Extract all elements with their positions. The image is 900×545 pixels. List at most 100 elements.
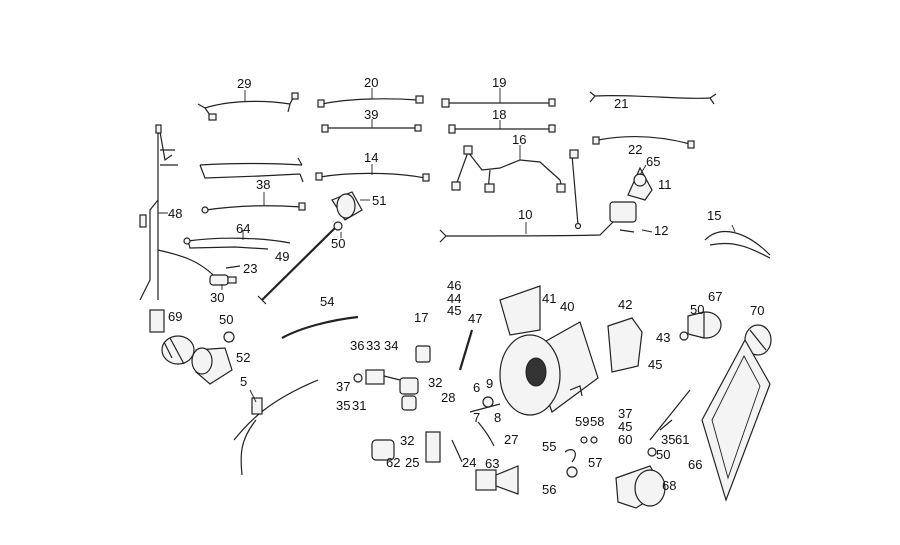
- label-41: 41: [542, 291, 556, 306]
- label-20: 20: [364, 75, 378, 90]
- harness-39: [321, 119, 422, 133]
- label-50b: 50: [690, 302, 704, 317]
- label-46: 46: [447, 278, 461, 293]
- label-65: 65: [646, 154, 660, 169]
- horn-63: [475, 465, 519, 495]
- label-45a: 45: [447, 303, 461, 318]
- rod-54: [281, 315, 359, 339]
- label-18: 18: [492, 107, 506, 122]
- connector-62: [371, 439, 395, 461]
- label-58: 58: [590, 414, 604, 429]
- harness-19: [441, 88, 556, 108]
- light-69: [161, 335, 195, 365]
- label-29: 29: [237, 76, 251, 91]
- label-32b: 32: [400, 433, 414, 448]
- harness-38: [201, 192, 306, 214]
- label-51: 51: [372, 193, 386, 208]
- leader-lines: [160, 164, 736, 403]
- label-43: 43: [656, 330, 670, 345]
- label-67: 67: [708, 289, 722, 304]
- label-60: 60: [618, 432, 632, 447]
- bracket-60-61: [647, 331, 691, 457]
- label-30: 30: [210, 290, 224, 305]
- label-54: 54: [320, 294, 334, 309]
- label-12: 12: [654, 223, 668, 238]
- connector-17: [415, 345, 431, 363]
- siren-40: [499, 321, 599, 416]
- label-17: 17: [414, 310, 428, 325]
- bracket-41: [499, 285, 541, 336]
- label-68: 68: [662, 478, 676, 493]
- label-49: 49: [275, 249, 289, 264]
- label-32a: 32: [428, 375, 442, 390]
- label-21: 21: [614, 96, 628, 111]
- label-50d: 50: [656, 447, 670, 462]
- light-52: [191, 347, 233, 385]
- harness-29: [197, 90, 299, 121]
- bracket-42: [607, 317, 643, 373]
- label-45c: 45: [618, 419, 632, 434]
- label-45b: 45: [648, 357, 662, 372]
- label-48: 48: [168, 206, 182, 221]
- label-33: 33: [366, 338, 380, 353]
- rod-47: [458, 329, 474, 371]
- label-10: 10: [518, 207, 532, 222]
- label-37a: 37: [336, 379, 350, 394]
- label-39: 39: [364, 107, 378, 122]
- label-52: 52: [236, 350, 250, 365]
- label-44: 44: [447, 291, 461, 306]
- bracket-49: [257, 227, 336, 305]
- label-8: 8: [494, 410, 501, 425]
- light-70: [744, 324, 772, 356]
- harness-18: [448, 120, 556, 134]
- harness-10: [439, 201, 637, 243]
- part-labels: 29 20 39 19 18 21 16 22 65 11 14 38 51 4…: [168, 75, 764, 497]
- nut-57-59: [580, 436, 598, 444]
- plate-66: [701, 338, 771, 502]
- light-67: [687, 311, 722, 339]
- label-59: 59: [575, 414, 589, 429]
- label-61: 61: [675, 432, 689, 447]
- label-14: 14: [364, 150, 378, 165]
- spotlight-51: [331, 191, 363, 231]
- label-70: 70: [750, 303, 764, 318]
- label-63: 63: [485, 456, 499, 471]
- label-57: 57: [588, 455, 602, 470]
- connector-30: [209, 274, 237, 286]
- label-62: 62: [386, 455, 400, 470]
- harness-64: [183, 230, 291, 250]
- label-55: 55: [542, 439, 556, 454]
- label-31: 31: [352, 398, 366, 413]
- label-56: 56: [542, 482, 556, 497]
- label-5: 5: [240, 374, 247, 389]
- switch-24: [451, 439, 463, 463]
- label-37b: 37: [618, 406, 632, 421]
- label-50c: 50: [219, 312, 233, 327]
- label-6: 6: [473, 380, 480, 395]
- label-19: 19: [492, 75, 506, 90]
- screw-12: [619, 229, 635, 233]
- label-27: 27: [504, 432, 518, 447]
- label-66: 66: [688, 457, 702, 472]
- cable-27: [477, 421, 495, 447]
- harness-22: [592, 135, 695, 149]
- clip-23: [225, 265, 241, 269]
- label-25: 25: [405, 455, 419, 470]
- label-38: 38: [256, 177, 270, 192]
- switch-6-9: [469, 396, 501, 413]
- label-35b: 35: [661, 432, 675, 447]
- cable-15: [704, 231, 771, 259]
- label-28: 28: [441, 390, 455, 405]
- switch-assembly-31-37: [353, 369, 419, 411]
- harness-21: [589, 91, 717, 105]
- label-16: 16: [512, 132, 526, 147]
- label-42: 42: [618, 297, 632, 312]
- label-50a: 50: [331, 236, 345, 251]
- label-64: 64: [236, 221, 250, 236]
- main-harness-48: [139, 124, 219, 333]
- harness-20: [317, 88, 424, 108]
- switch-25: [425, 431, 441, 463]
- label-7: 7: [473, 410, 480, 425]
- harness-multi-upper: [199, 157, 304, 183]
